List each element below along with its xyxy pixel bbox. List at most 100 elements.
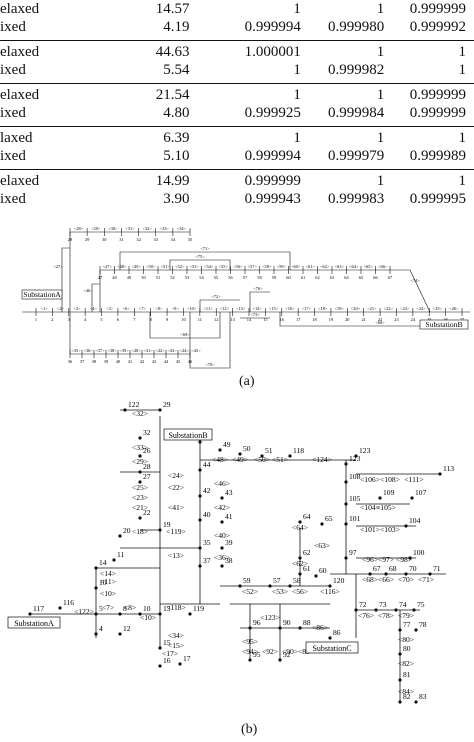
node-label: 14 bbox=[247, 317, 252, 322]
bus-node bbox=[158, 612, 162, 616]
node-label: 46 bbox=[188, 359, 193, 364]
node-label: 21 bbox=[361, 317, 365, 322]
node-label: 39 bbox=[225, 538, 233, 547]
node-label: 60 bbox=[319, 566, 327, 575]
branch-label: <17> bbox=[162, 649, 178, 658]
table-cell-v1: 1 bbox=[293, 62, 301, 78]
table-cell-label: elaxed bbox=[0, 40, 56, 61]
bus-node bbox=[118, 612, 122, 616]
branch-label: <7> bbox=[102, 603, 114, 612]
branch-label: <53> bbox=[272, 587, 288, 596]
node-label: 45 bbox=[176, 359, 181, 364]
tie-label: <68> bbox=[375, 320, 385, 325]
node-label: 107 bbox=[415, 488, 427, 497]
node-label: 28 bbox=[68, 237, 73, 242]
node-label: 15 bbox=[263, 317, 268, 322]
branch-label: <118> bbox=[166, 603, 186, 612]
branch-label: <12> bbox=[220, 306, 230, 311]
branch-label: <60> bbox=[291, 264, 301, 269]
bus-node bbox=[198, 518, 202, 522]
node-label: 67 bbox=[388, 275, 393, 280]
branch-label: <105> bbox=[376, 503, 396, 512]
tie-line bbox=[390, 269, 431, 313]
substation-c-label: SubstationC bbox=[312, 644, 351, 653]
bus-node bbox=[198, 546, 202, 550]
node-label: 20 bbox=[345, 317, 350, 322]
table-cell-v2: 1 bbox=[300, 126, 385, 147]
branch-label: <82> bbox=[398, 659, 414, 668]
table-cell-v1: 1 bbox=[209, 126, 301, 147]
tie-line bbox=[189, 312, 231, 369]
substation-b-label: SubstationB bbox=[425, 320, 462, 329]
node-label: 30 bbox=[102, 237, 107, 242]
bus-node bbox=[320, 522, 324, 526]
node-label: 86 bbox=[333, 628, 341, 637]
branch-label: <43> bbox=[167, 348, 177, 353]
branch-label: <108> bbox=[380, 475, 400, 484]
table-cell-label: ixed bbox=[0, 19, 26, 35]
branch-label: <15> bbox=[168, 641, 184, 650]
node-label: 108 bbox=[349, 472, 361, 481]
branch-label: <4> bbox=[90, 306, 98, 311]
table-cell-v3: 1 bbox=[458, 62, 467, 78]
bus-node bbox=[138, 470, 142, 474]
bus-node bbox=[344, 462, 348, 466]
branch-label: <106> bbox=[360, 475, 380, 484]
bus-node bbox=[378, 496, 382, 500]
table-cell-label: ixed bbox=[0, 105, 26, 121]
node-label: 97 bbox=[349, 548, 357, 557]
node-label: 2 bbox=[51, 317, 53, 322]
table-cell-label: elaxed bbox=[0, 1, 40, 17]
branch-label: <36> bbox=[214, 553, 230, 562]
branch-label: <70> bbox=[398, 575, 414, 584]
bus-node bbox=[408, 556, 412, 560]
bus-node bbox=[178, 662, 182, 666]
table-cell-v3: 0.999999 bbox=[409, 105, 466, 121]
bus-node bbox=[123, 408, 127, 412]
table-cell-time: 6.39 bbox=[55, 126, 210, 147]
table-cell-v2: 0.999984 bbox=[327, 105, 385, 121]
node-label: 32 bbox=[143, 428, 151, 437]
node-label: 49 bbox=[127, 275, 132, 280]
branch-label: <66> bbox=[378, 575, 394, 584]
branch-label: <28> bbox=[74, 226, 84, 231]
bus-node bbox=[328, 584, 332, 588]
table-cell-label: ixed bbox=[0, 191, 26, 207]
bus-node bbox=[248, 626, 252, 630]
node-label: 75 bbox=[417, 600, 425, 609]
table-cell-label: ixed bbox=[0, 62, 26, 78]
node-label: 77 bbox=[403, 620, 411, 629]
branch-label: <41> bbox=[168, 503, 184, 512]
branch-label: <9> bbox=[172, 306, 180, 311]
branch-label: <58> bbox=[262, 264, 272, 269]
bus-node bbox=[238, 584, 242, 588]
node-label: 32 bbox=[136, 237, 140, 242]
node-label: 101 bbox=[349, 514, 361, 523]
node-label: 51 bbox=[265, 446, 273, 455]
table-cell-v1: 0.999943 bbox=[244, 191, 301, 207]
bus-node bbox=[278, 658, 282, 662]
node-label: 6 bbox=[117, 317, 120, 322]
tie-label: <72> bbox=[211, 294, 221, 299]
table-cell-v3: 1 bbox=[384, 169, 474, 190]
table-cell-v2: 0.999983 bbox=[327, 191, 385, 207]
node-label: 15 bbox=[163, 638, 171, 647]
bus-node bbox=[220, 520, 224, 524]
branch-label: <21> bbox=[132, 503, 148, 512]
table-cell-v2: 1 bbox=[300, 83, 385, 104]
branch-label: <16> bbox=[285, 306, 295, 311]
bus-node bbox=[328, 636, 332, 640]
node-label: 37 bbox=[203, 556, 211, 565]
tie-line bbox=[149, 312, 221, 339]
bus-node bbox=[138, 516, 142, 520]
bus-node bbox=[404, 572, 408, 576]
node-label: 11 bbox=[117, 550, 125, 559]
table-cell-v1: 0.999994 bbox=[244, 148, 301, 164]
branch-label: <53> bbox=[190, 264, 200, 269]
node-label: 7 bbox=[133, 317, 136, 322]
branch-label: <49> bbox=[232, 455, 248, 464]
node-label: 113 bbox=[443, 464, 454, 473]
branch-label: <66> bbox=[378, 264, 388, 269]
